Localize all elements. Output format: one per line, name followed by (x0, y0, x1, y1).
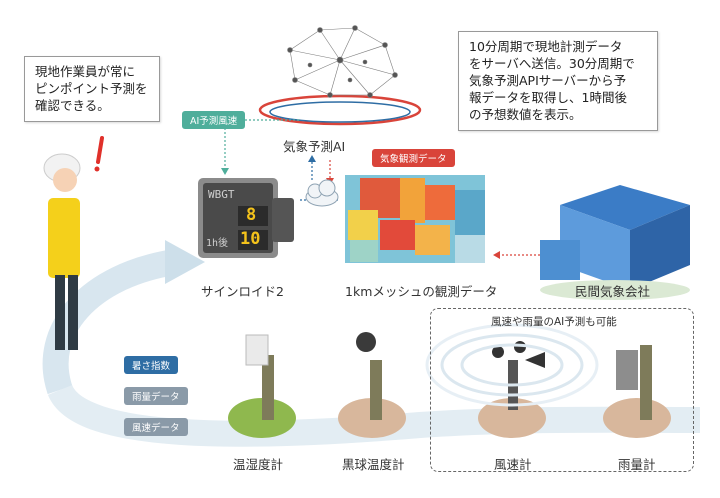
ai-wind-tag: AI予測風速 (182, 111, 246, 129)
anemometer-label: 風速計 (494, 457, 532, 472)
mesh-data-label: 1kmメッシュの観測データ (345, 284, 498, 299)
building-icon (540, 185, 690, 300)
cloud-icon (305, 179, 339, 207)
sign-title: WBGT (208, 188, 235, 201)
signage-label: サインロイド2 (201, 284, 284, 299)
wind-data-tag: 風速データ (124, 418, 188, 436)
rain-pole (640, 345, 652, 420)
sensor-base-rain (603, 398, 671, 438)
worker-figure (43, 136, 104, 350)
flow-arrow-head (165, 240, 205, 284)
sign-later-value: 10 (240, 229, 261, 249)
sign-later-label: 1h後 (206, 238, 229, 249)
mesh-data-map (345, 175, 485, 263)
globe-pole (370, 360, 382, 420)
signage-device (198, 178, 294, 258)
ai-note: 風速や雨量のAI予測も可能 (491, 316, 617, 328)
wbgt-tag: 暑さ指数 (124, 356, 179, 374)
globe-thermo-label: 黒球温度計 (342, 457, 405, 472)
weather-ai-label: 気象予測AI (283, 139, 346, 154)
observation-tag: 気象観測データ (372, 149, 455, 167)
sensor-base-wind (478, 398, 546, 438)
brain-network-icon (258, 25, 422, 126)
rain-gauge-label: 雨量計 (618, 457, 656, 472)
thermo-shield (245, 334, 269, 366)
flow-arrow-band (42, 249, 178, 395)
company-label: 民間気象会社 (575, 284, 651, 299)
thermo-pole (262, 355, 274, 420)
black-globe (356, 332, 376, 352)
worker-callout: 現地作業員が常に ピンポイント予測を 確認できる。 (24, 56, 160, 122)
rain-data-tag: 雨量データ (124, 387, 188, 405)
server-callout: 10分周期で現地計測データ をサーバへ送信。30分周期で 気象予測APIサーバー… (458, 31, 658, 131)
ai-prediction-box (430, 308, 694, 472)
thermo-hygro-label: 温湿度計 (233, 457, 284, 472)
sign-now-value: 8 (246, 205, 257, 225)
